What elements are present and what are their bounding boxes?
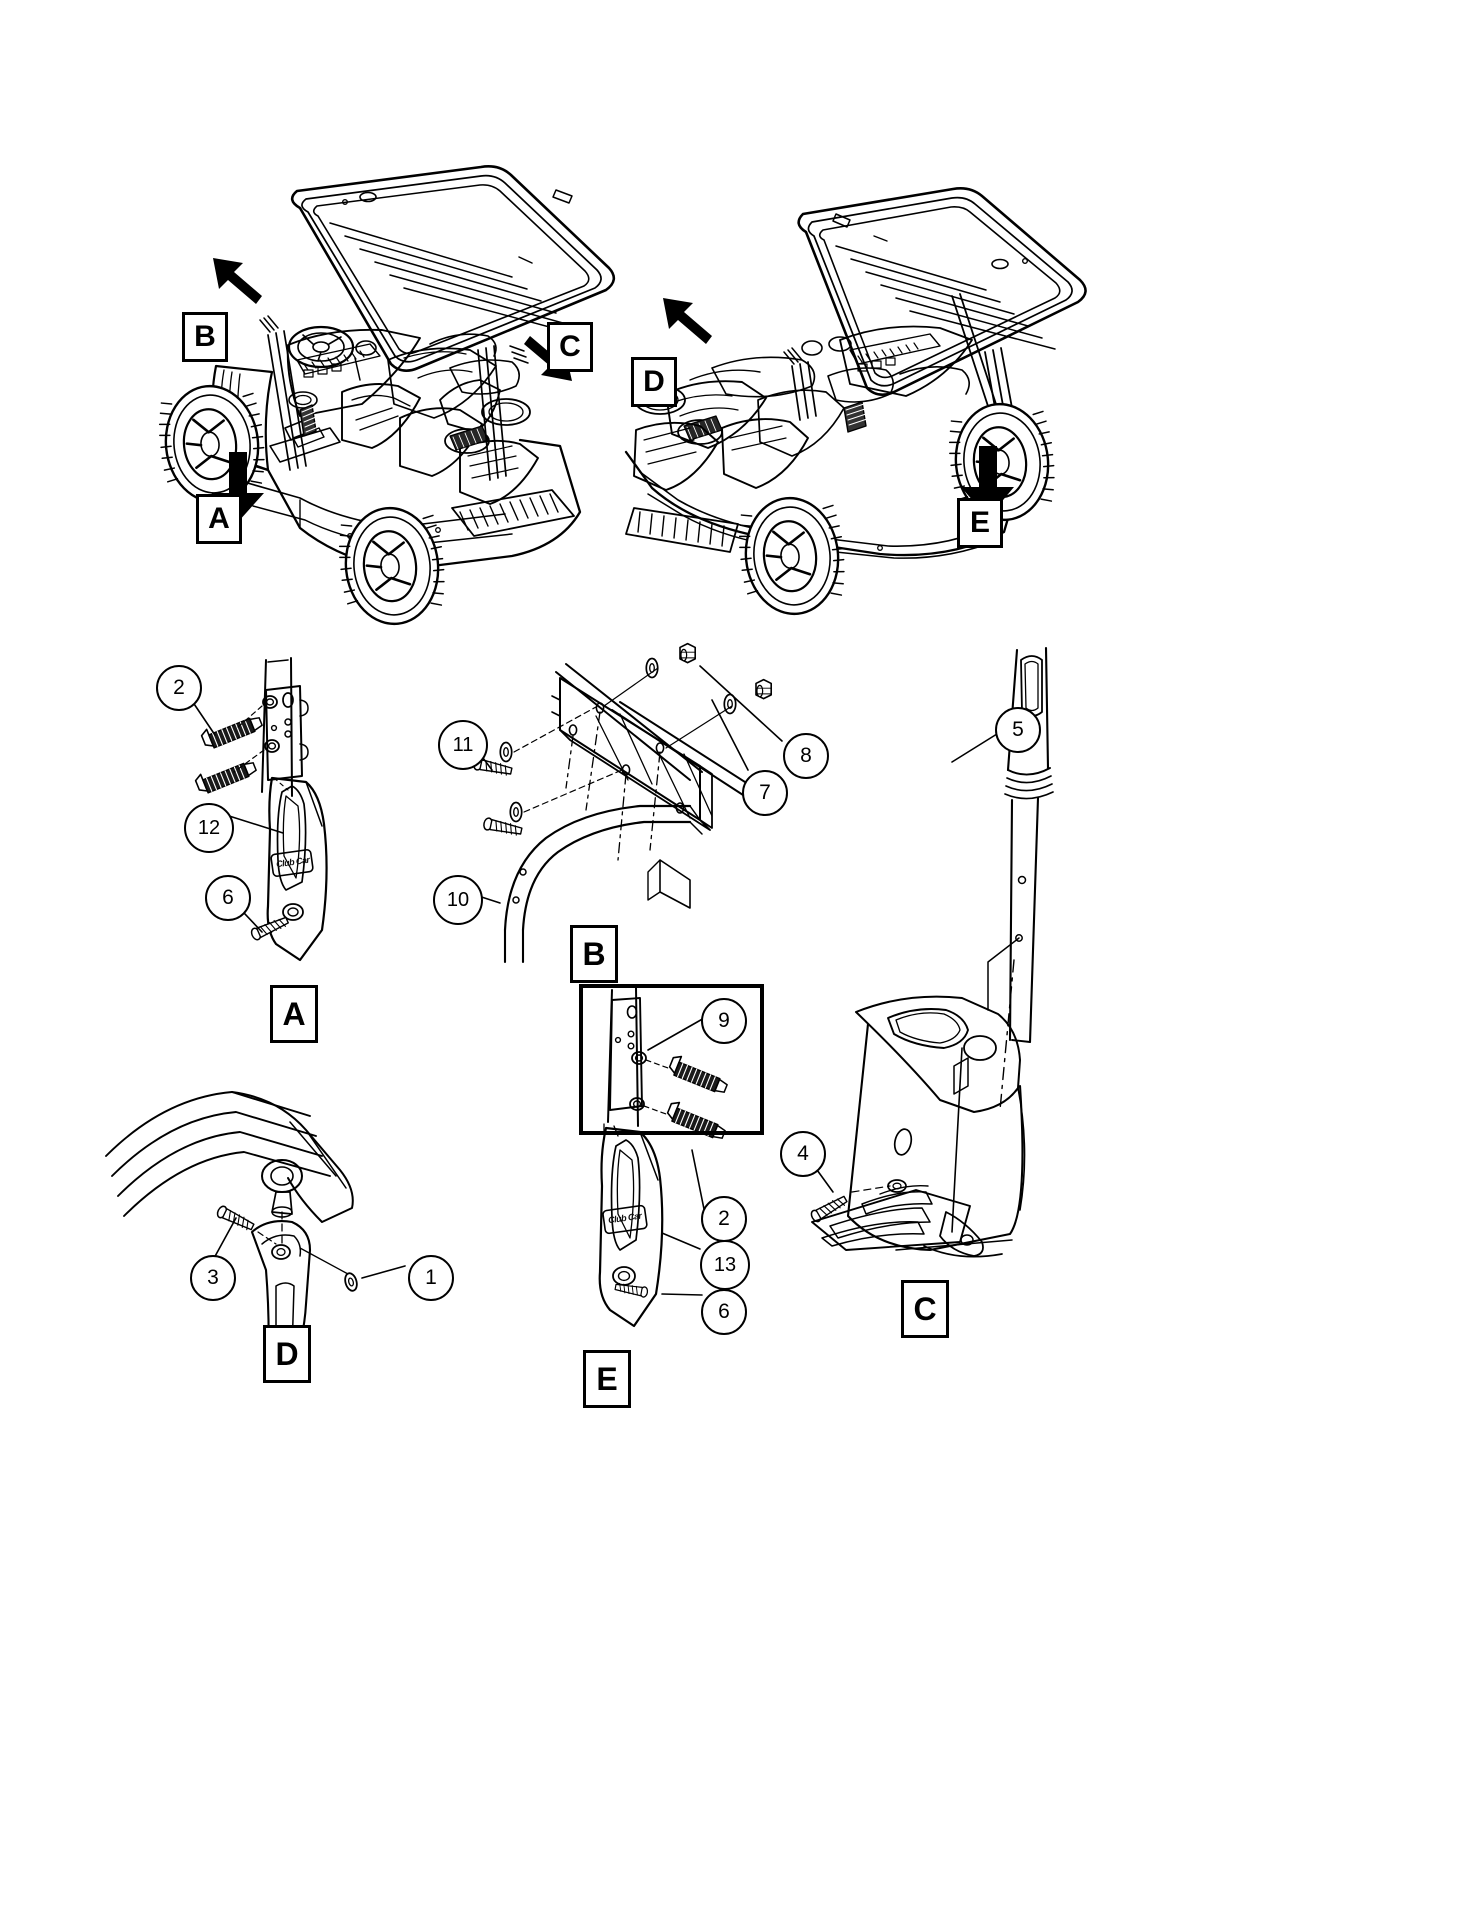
balloon-4[interactable]: 4 xyxy=(780,1131,826,1177)
balloon-13[interactable]: 13 xyxy=(700,1240,750,1290)
overview-callout-letter-c[interactable]: C xyxy=(547,322,593,372)
balloon-7[interactable]: 7 xyxy=(742,770,788,816)
overview-callout-letter-a[interactable]: A xyxy=(196,494,242,544)
overview-callout-letter-b[interactable]: B xyxy=(182,312,228,362)
detail-b-illustration xyxy=(471,642,773,964)
balloon-5[interactable]: 5 xyxy=(995,707,1041,753)
detail-c-illustration xyxy=(808,995,1026,1258)
balloon-8[interactable]: 8 xyxy=(783,733,829,779)
detail-label-c[interactable]: C xyxy=(901,1280,949,1338)
detail-a-illustration xyxy=(193,657,328,962)
balloon-2-rear[interactable]: 2 xyxy=(701,1196,747,1242)
detail-d-illustration xyxy=(105,1091,358,1378)
balloon-3[interactable]: 3 xyxy=(190,1255,236,1301)
balloon-9[interactable]: 9 xyxy=(701,998,747,1044)
left-vehicle-illustration xyxy=(153,165,616,631)
detail-label-d[interactable]: D xyxy=(263,1325,311,1383)
balloon-12[interactable]: 12 xyxy=(184,803,234,853)
overview-callout-letter-e[interactable]: E xyxy=(957,498,1003,548)
balloon-2[interactable]: 2 xyxy=(156,665,202,711)
detail-label-e[interactable]: E xyxy=(583,1350,631,1408)
detail-e-illustration xyxy=(598,987,732,1328)
balloon-10[interactable]: 10 xyxy=(433,875,483,925)
detail-label-b[interactable]: B xyxy=(570,925,618,983)
detail-label-a[interactable]: A xyxy=(270,985,318,1043)
balloon-11[interactable]: 11 xyxy=(438,720,488,770)
right-vehicle-illustration xyxy=(624,187,1087,621)
balloon-6[interactable]: 6 xyxy=(205,875,251,921)
balloon-6-rear[interactable]: 6 xyxy=(701,1289,747,1335)
detail-e-inset-frame xyxy=(579,984,764,1135)
balloon-1[interactable]: 1 xyxy=(408,1255,454,1301)
overview-callout-letter-d[interactable]: D xyxy=(631,357,677,407)
part-5-illustration xyxy=(987,646,1054,1111)
